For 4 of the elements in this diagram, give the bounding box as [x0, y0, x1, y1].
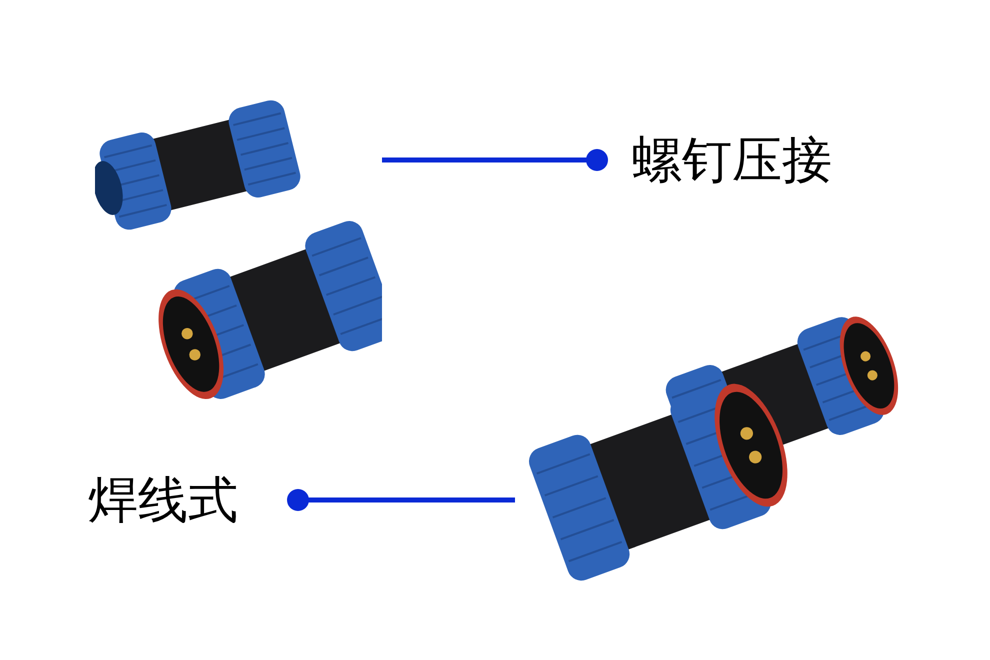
leader-line [382, 149, 608, 171]
label-text: 螺钉压接 [597, 126, 872, 194]
label-text: 焊线式 [88, 466, 298, 534]
leader-line [287, 489, 515, 511]
